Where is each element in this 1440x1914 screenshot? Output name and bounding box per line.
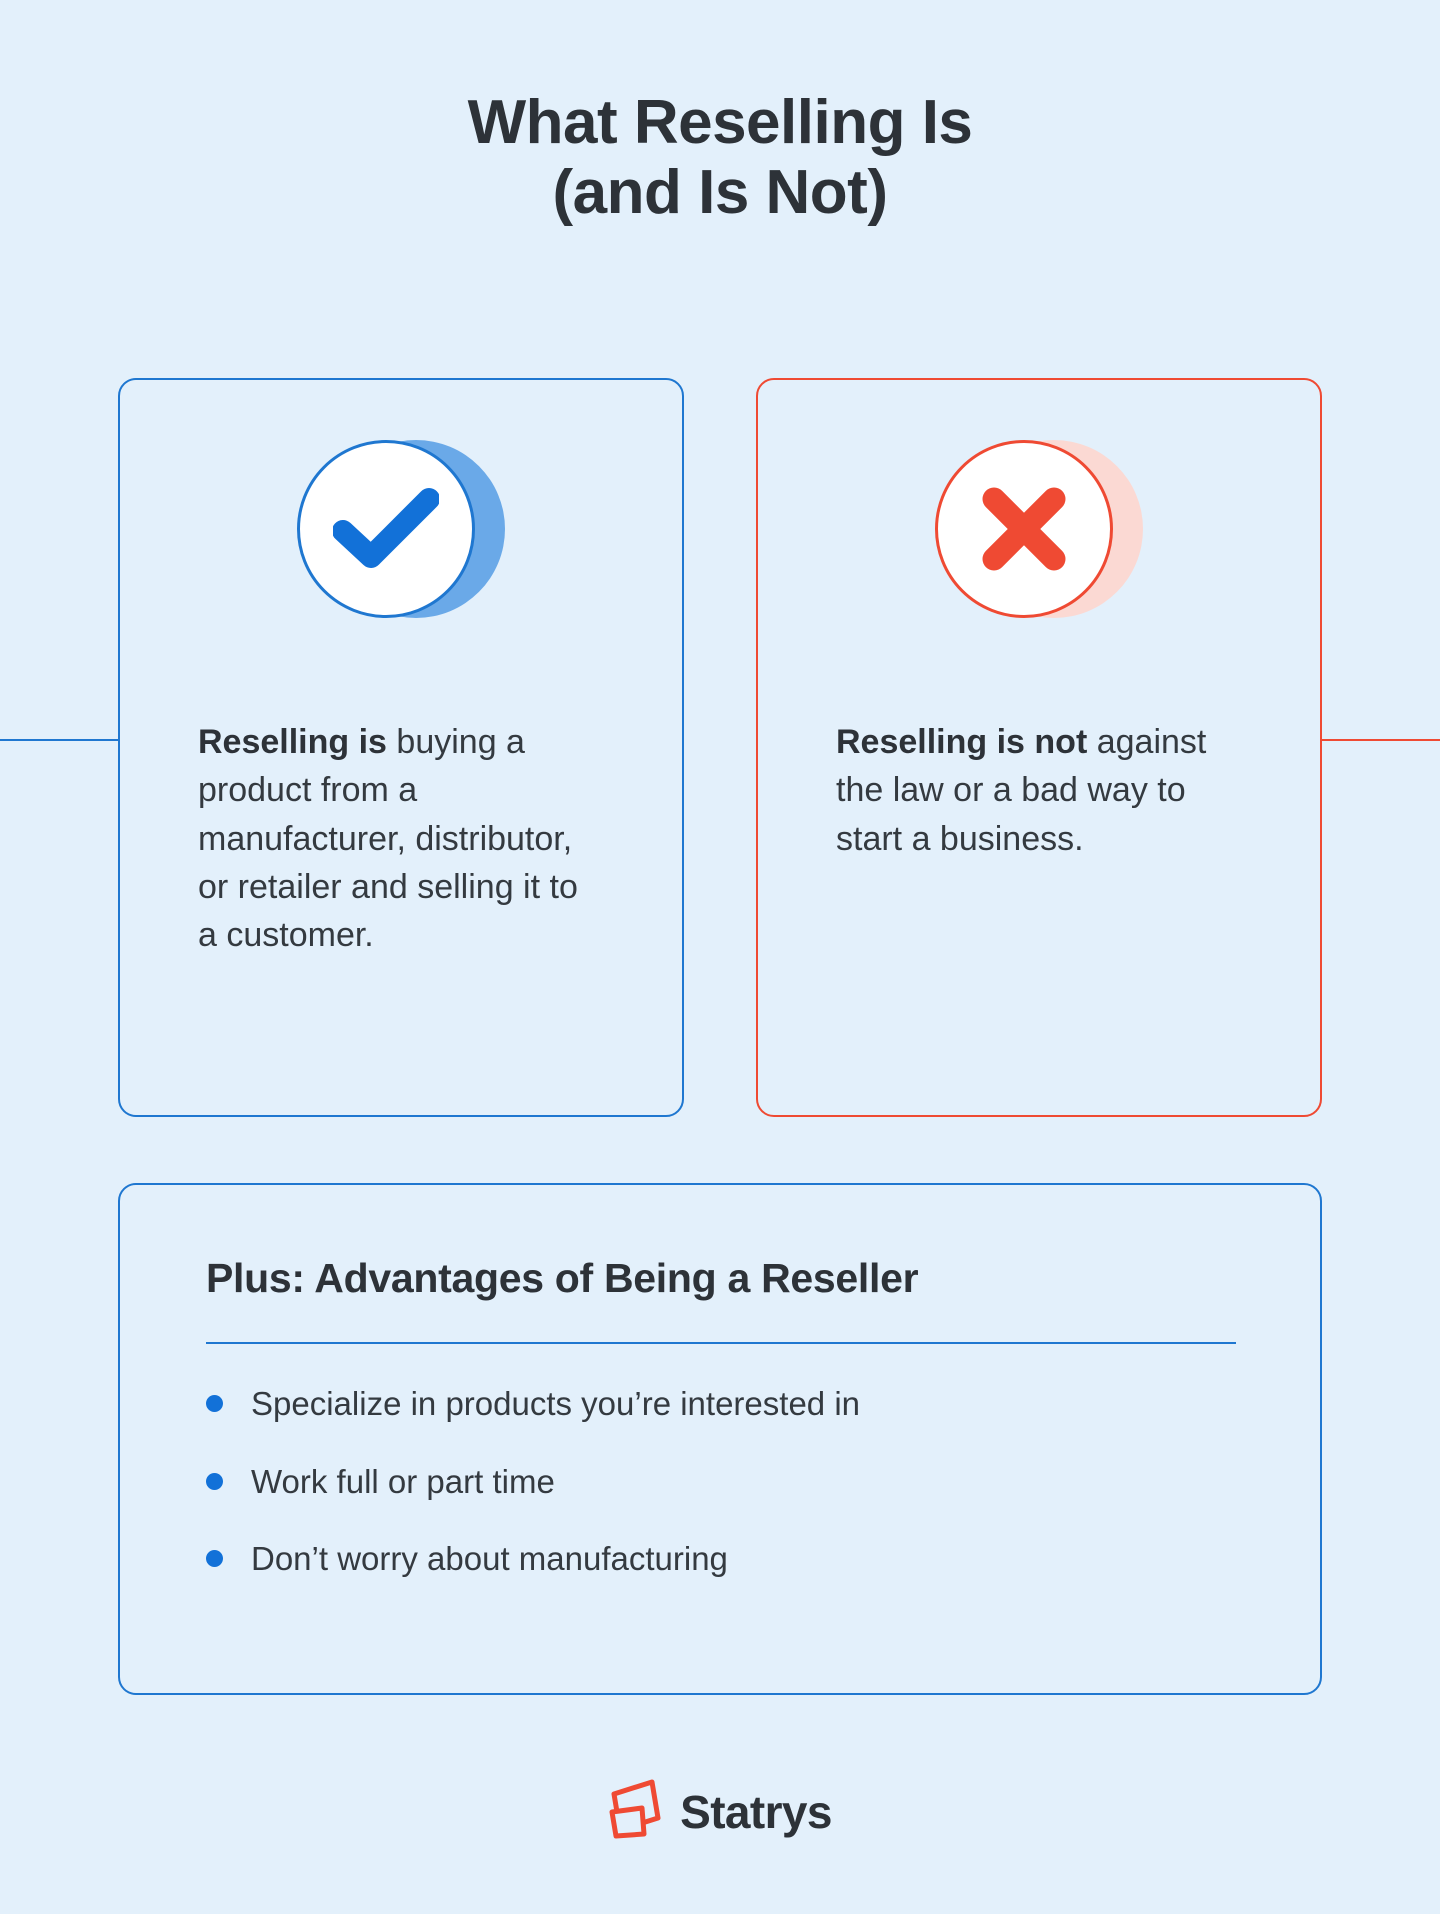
x-circle-icon xyxy=(935,440,1143,618)
card-reselling-is-text: Reselling is buying a product from a man… xyxy=(198,718,598,959)
footer-brand: Statrys xyxy=(0,1778,1440,1845)
bullet-dot-icon xyxy=(206,1395,223,1413)
list-item-label: Specialize in products you’re interested… xyxy=(251,1385,861,1422)
brand-name: Statrys xyxy=(680,1785,832,1838)
card-reselling-is: Reselling is buying a product from a man… xyxy=(118,378,684,1117)
card-reselling-is-not-text: Reselling is not against the law or a ba… xyxy=(836,718,1236,863)
page-title-line-1: What Reselling Is xyxy=(467,88,973,157)
connector-line-right xyxy=(1322,739,1440,741)
bullet-dot-icon xyxy=(206,1472,223,1490)
connector-line-left xyxy=(0,739,118,741)
check-icon-disc xyxy=(297,440,475,618)
list-item: Specialize in products you’re interested… xyxy=(206,1384,1236,1424)
page-title: What Reselling Is (and Is Not) xyxy=(0,88,1440,228)
comparison-cards: Reselling is buying a product from a man… xyxy=(118,378,1322,1117)
card-advantages: Plus: Advantages of Being a Reseller Spe… xyxy=(118,1183,1322,1695)
check-circle-icon xyxy=(297,440,505,618)
card-reselling-is-not-body: against the law or a bad way to start a … xyxy=(836,723,1207,858)
list-item-label: Work full or part time xyxy=(251,1462,555,1500)
list-item-label: Don’t worry about manufacturing xyxy=(251,1540,728,1578)
statrys-cards-logo-icon xyxy=(608,1778,664,1845)
bullet-dot-icon xyxy=(206,1550,223,1568)
card-reselling-is-body: buying a product from a manufacturer, di… xyxy=(198,723,578,955)
advantages-title: Plus: Advantages of Being a Reseller xyxy=(206,1255,919,1301)
advantages-divider xyxy=(206,1342,1236,1344)
card-reselling-is-lead: Reselling is xyxy=(198,723,387,761)
card-reselling-is-not: Reselling is not against the law or a ba… xyxy=(756,378,1322,1117)
list-item: Don’t worry about manufacturing xyxy=(206,1539,1236,1579)
card-reselling-is-not-lead: Reselling is not xyxy=(836,723,1088,761)
x-icon-disc xyxy=(935,440,1113,618)
advantages-list: Specialize in products you’re interested… xyxy=(206,1384,1236,1579)
list-item: Work full or part time xyxy=(206,1462,1236,1502)
page-title-line-2: (and Is Not) xyxy=(552,158,888,228)
